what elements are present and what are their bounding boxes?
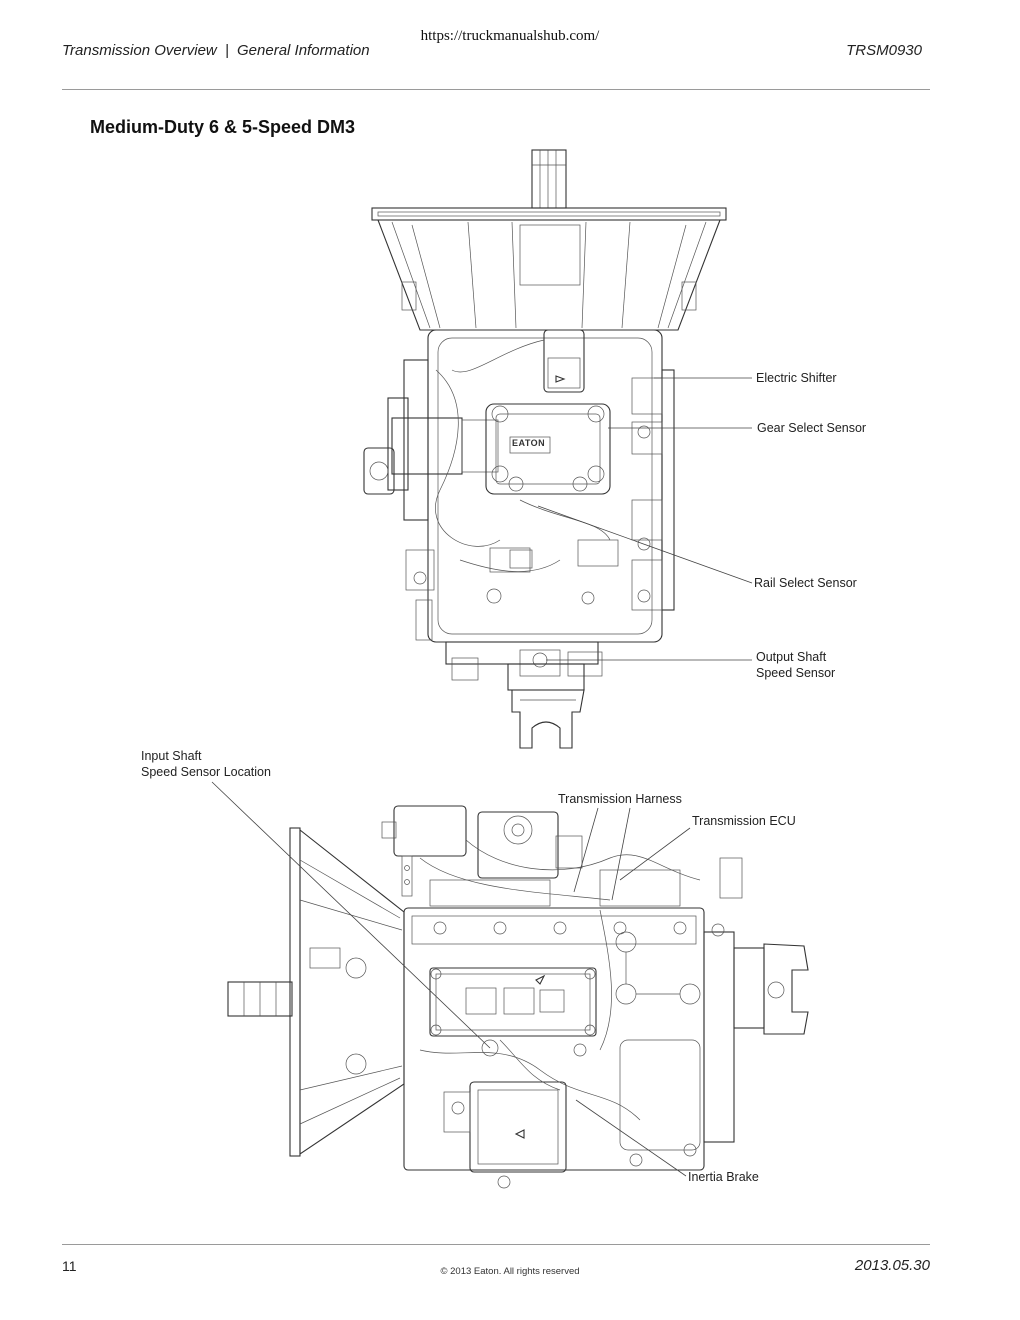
top-view-drawing [363,149,727,749]
side-view-drawing [227,805,809,1189]
label-input-shaft-line1: Input Shaft [141,749,202,763]
label-transmission-ecu: Transmission ECU [692,814,796,828]
header-section: Transmission Overview [62,42,217,59]
footer-divider [62,1244,930,1245]
source-url[interactable]: https://truckmanualshub.com/ [420,28,600,44]
revision-date: 2013.05.30 [854,1257,930,1274]
label-output-shaft-speed-sensor: Output Shaft Speed Sensor [756,649,835,681]
label-inertia-brake: Inertia Brake [688,1170,759,1184]
label-input-shaft-line2: Speed Sensor Location [141,765,271,779]
page-title: Medium-Duty 6 & 5-Speed DM3 [90,117,356,137]
header-breadcrumb: Transmission Overview | General Informat… [62,42,370,59]
label-rail-select-sensor: Rail Select Sensor [754,576,857,590]
header-divider [62,89,930,90]
header-subsection: General Information [237,42,370,59]
document-id: TRSM0930 [846,42,922,59]
label-gear-select-sensor: Gear Select Sensor [757,421,867,435]
eaton-logo-text: EATON [512,438,546,448]
side-view-leaders [211,781,691,1177]
copyright-notice: © 2013 Eaton. All rights reserved [440,1266,580,1277]
header-separator: | [224,42,229,59]
top-view-leaders [537,377,753,661]
label-output-shaft-line2: Speed Sensor [756,666,836,680]
label-input-shaft-speed-sensor: Input Shaft Speed Sensor Location [141,748,271,780]
page-number: 11 [62,1258,77,1274]
label-electric-shifter: Electric Shifter [756,371,837,385]
label-transmission-harness: Transmission Harness [558,792,682,806]
label-output-shaft-line1: Output Shaft [756,650,827,664]
